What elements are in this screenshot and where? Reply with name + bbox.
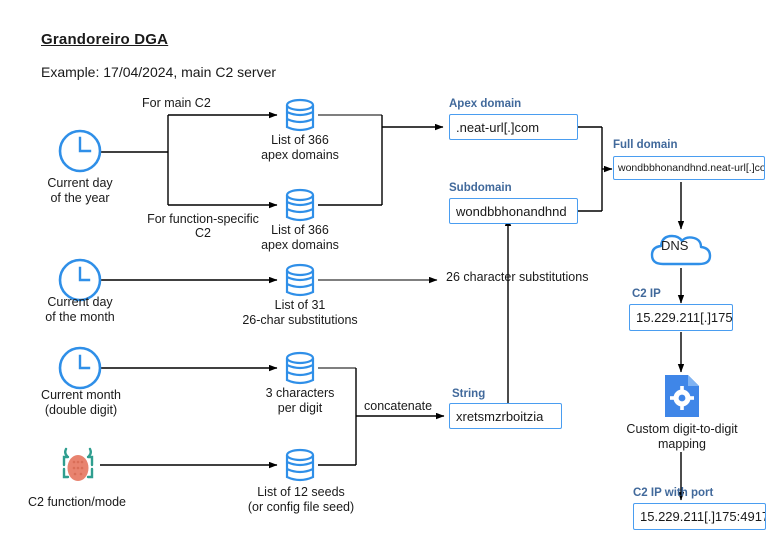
- c2-ip-port-value[interactable]: 15.229.211[.]175:4917: [633, 503, 766, 530]
- full-domain-label: Full domain: [613, 139, 678, 151]
- c2-ip-value[interactable]: 15.229.211[.]175: [629, 304, 733, 331]
- datastore-label-apex-2: List of 366 apex domains: [261, 223, 339, 252]
- cloud-icon: [648, 230, 714, 275]
- edge-label-concatenate: concatenate: [364, 399, 433, 413]
- input-label-day-of-month: Current day of the month: [45, 295, 115, 324]
- datastore-label-apex-1: List of 366 apex domains: [261, 133, 339, 162]
- dns-label: DNS: [661, 238, 689, 253]
- input-label-current-month: Current month (double digit): [41, 388, 121, 417]
- c2-ip-label: C2 IP: [632, 288, 661, 300]
- full-domain-value[interactable]: wondbbhonandhnd.neat-url[.]com: [613, 156, 765, 180]
- input-label-c2-function: C2 function/mode: [28, 495, 126, 509]
- page-subtitle: Example: 17/04/2024, main C2 server: [41, 64, 277, 80]
- page-title: Grandoreiro DGA: [41, 31, 169, 48]
- c2-ip-port-label: C2 IP with port: [633, 487, 714, 499]
- apex-domain-value[interactable]: .neat-url[.]com: [449, 114, 578, 140]
- datastore-label-chars-per-digit: 3 characters per digit: [265, 386, 335, 415]
- database-icon: [281, 97, 319, 140]
- input-label-day-of-year: Current day of the year: [47, 176, 113, 205]
- string-label: String: [452, 388, 486, 400]
- subdomain-label: Subdomain: [449, 182, 512, 194]
- database-icon: [281, 262, 319, 305]
- database-icon: [281, 187, 319, 230]
- string-value[interactable]: xretsmzrboitzia: [449, 403, 562, 429]
- clock-icon: [57, 345, 103, 396]
- datastore-label-seeds: List of 12 seeds (or config file seed): [247, 485, 355, 514]
- branch-label-function-specific: For function-specific C2: [147, 212, 259, 240]
- mapping-label: Custom digit-to-digit mapping: [626, 422, 738, 451]
- bug-icon: [54, 443, 102, 496]
- database-icon: [281, 350, 319, 393]
- file-gear-icon: [662, 373, 702, 424]
- clock-icon: [57, 257, 103, 308]
- apex-domain-label: Apex domain: [449, 98, 522, 110]
- datastore-label-substitutions: List of 31 26-char substitutions: [242, 298, 358, 327]
- edge-label-substitutions: 26 character substitutions: [446, 270, 589, 284]
- subdomain-value[interactable]: wondbbhonandhnd: [449, 198, 578, 224]
- database-icon: [281, 447, 319, 490]
- clock-icon: [57, 128, 103, 179]
- branch-label-main-c2: For main C2: [142, 96, 211, 110]
